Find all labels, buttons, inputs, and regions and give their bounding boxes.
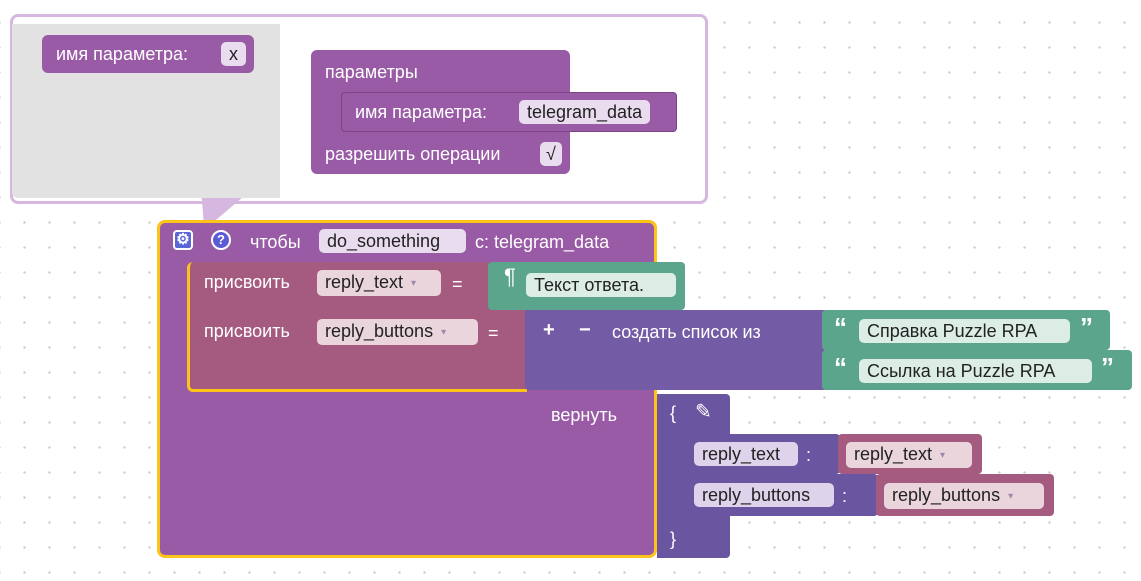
mutator-param-block[interactable]: имя параметра: telegram_data — [341, 92, 677, 132]
dict-entry-2[interactable]: reply_buttons : — [688, 474, 878, 516]
param-name-field[interactable]: telegram_data — [519, 100, 651, 124]
list-item-2-block[interactable]: “ Ссылка на Puzzle RPA ” — [822, 350, 1132, 390]
procedure-name-field[interactable]: do_something — [319, 229, 466, 253]
set-reply-text-block[interactable]: присвоить reply_text ▾ = — [187, 262, 490, 310]
equals-sign-2: = — [488, 323, 499, 343]
dict-key-1-field[interactable]: reply_text — [694, 442, 798, 466]
procedure-header-edge — [640, 220, 657, 260]
variable-get-reply-text-field[interactable]: reply_text ▾ — [846, 442, 972, 468]
container-label: параметры — [325, 62, 418, 82]
dict-colon-2: : — [842, 486, 848, 506]
dropdown-arrow-icon: ▾ — [441, 327, 447, 338]
dict-open-brace: { — [670, 403, 677, 423]
return-label: вернуть — [551, 405, 617, 425]
allow-statements-label: разрешить операции — [325, 144, 501, 164]
procedure-params-label: с: telegram_data — [475, 232, 610, 252]
open-quote-icon: “ — [834, 352, 847, 382]
open-quote-icon: “ — [834, 312, 847, 342]
dropdown-arrow-icon: ▾ — [411, 278, 417, 289]
flyout-param-field[interactable]: x — [221, 42, 246, 66]
flyout-param-block[interactable]: имя параметра: x — [42, 35, 254, 73]
set-reply-buttons-block[interactable]: присвоить reply_buttons ▾ = — [187, 310, 527, 392]
flyout-param-label: имя параметра: — [56, 44, 189, 64]
dropdown-arrow-icon: ▾ — [940, 450, 946, 461]
variable-get-reply-buttons[interactable]: reply_buttons ▾ — [876, 474, 1054, 516]
minus-icon[interactable]: − — [579, 319, 591, 341]
set-label-1: присвоить — [204, 272, 290, 292]
create-list-block[interactable]: + − создать список из — [525, 310, 825, 390]
pencil-icon[interactable]: ✎ — [695, 401, 712, 423]
create-list-label: создать список из — [612, 322, 761, 342]
dict-close-brace: } — [670, 529, 677, 549]
list-item-1-field[interactable]: Справка Puzzle RPA — [859, 319, 1070, 343]
variable-get-reply-text[interactable]: reply_text ▾ — [838, 434, 982, 474]
close-quote-icon: ” — [1101, 352, 1114, 382]
variable-name: reply_text — [854, 444, 933, 464]
variable-get-reply-buttons-field[interactable]: reply_buttons ▾ — [884, 483, 1044, 509]
variable-dropdown-reply-buttons[interactable]: reply_buttons ▾ — [317, 319, 478, 345]
dict-entry-1[interactable]: reply_text : — [688, 434, 840, 474]
list-item-1-block[interactable]: “ Справка Puzzle RPA ” — [822, 310, 1110, 350]
equals-sign-1: = — [452, 274, 463, 294]
help-icon[interactable]: ? — [211, 230, 231, 250]
pilcrow-icon: ¶ — [504, 264, 516, 289]
list-item-2-field[interactable]: Ссылка на Puzzle RPA — [859, 359, 1092, 383]
procedure-to-label: чтобы — [250, 232, 301, 252]
variable-name: reply_buttons — [892, 485, 1001, 505]
param-label: имя параметра: — [355, 102, 488, 122]
gear-icon[interactable]: ⚙ — [173, 230, 193, 250]
dict-key-2-field[interactable]: reply_buttons — [694, 483, 834, 507]
dict-colon-1: : — [806, 445, 812, 465]
plus-icon[interactable]: + — [543, 319, 555, 341]
variable-name: reply_buttons — [325, 321, 434, 341]
variable-name: reply_text — [325, 272, 404, 292]
variable-dropdown-reply-text[interactable]: reply_text ▾ — [317, 270, 441, 296]
set-label-2: присвоить — [204, 321, 290, 341]
allow-statements-checkbox[interactable]: √ — [540, 142, 562, 166]
text-value-field[interactable]: Текст ответа. — [526, 273, 676, 297]
dropdown-arrow-icon: ▾ — [1008, 491, 1014, 502]
close-quote-icon: ” — [1080, 312, 1093, 342]
text-block[interactable]: ¶ Текст ответа. — [488, 262, 685, 310]
